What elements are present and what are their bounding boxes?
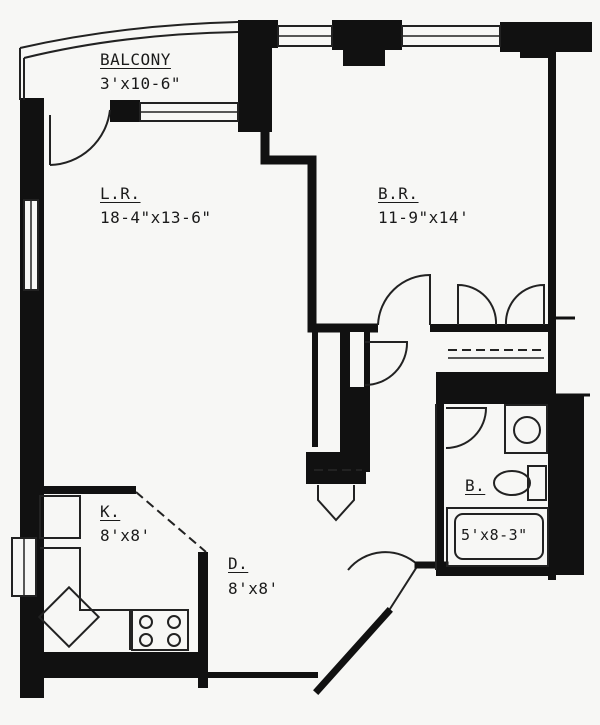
bottom-exterior-wall [20, 652, 206, 678]
balcony-railing [19, 21, 239, 100]
hall-closet-edge [312, 332, 318, 447]
dining-dims: 8'x8' [228, 579, 279, 598]
closet-door-left [457, 283, 498, 326]
balcony-inner-wall [110, 100, 140, 122]
kitchen-right-wall [198, 552, 208, 688]
bedroom-dims: 11-9"x14' [378, 208, 470, 227]
living-room-name: L.R. [100, 184, 141, 203]
kitchen-top-wall [36, 486, 136, 494]
bathtub-inner [454, 513, 544, 560]
right-exterior-wall [548, 50, 556, 580]
bath-fixtures [446, 404, 549, 567]
kitchen-fixtures [37, 495, 189, 651]
burner-icon [139, 633, 153, 647]
toilet-tank [527, 465, 547, 501]
balcony-door-swing [49, 109, 111, 166]
dashed-lines [135, 349, 544, 553]
bath-left-wall [436, 404, 444, 574]
window-lines [23, 35, 500, 596]
entry-wall [313, 561, 449, 695]
bedroom-name: B.R. [378, 184, 419, 203]
stove [131, 609, 189, 651]
hall-closet-door [364, 341, 409, 386]
bathtub-outer [446, 507, 549, 567]
lr-br-partition [260, 120, 378, 333]
dining-name: D. [228, 554, 249, 573]
bath-sink [504, 404, 548, 454]
sink [37, 585, 101, 649]
bath-top-wall [436, 372, 548, 404]
burner-icon [167, 615, 181, 629]
walls [20, 20, 592, 698]
burner-icon [139, 615, 153, 629]
balcony-name: BALCONY [100, 50, 171, 69]
kitchen-dims: 8'x8' [100, 526, 151, 545]
right-step [556, 316, 590, 397]
top-wall-pier [343, 40, 385, 66]
sink-basin [513, 416, 541, 444]
left-exterior-wall [20, 98, 44, 698]
refrigerator [39, 495, 81, 539]
closet-door-right [504, 283, 545, 326]
bedroom-door-swing [377, 273, 431, 326]
bath-bottom-wall [436, 566, 548, 576]
bath-name: B. [465, 476, 486, 495]
bath-door-swing [445, 407, 488, 449]
closet-shelf-base [306, 452, 366, 484]
doors [49, 109, 545, 613]
right-wall-thick [548, 395, 584, 575]
toilet-bowl [493, 470, 531, 496]
top-wall-left [238, 20, 278, 48]
burner-icon [167, 633, 181, 647]
kitchen-name: K. [100, 502, 121, 521]
closet-wall-stub [350, 332, 364, 387]
top-wall-right-pier [520, 40, 550, 58]
entry-door-swing [347, 551, 420, 613]
balcony-dims: 3'x10-6" [100, 74, 182, 93]
closet-shelf [317, 485, 355, 522]
living-room-dims: 18-4"x13-6" [100, 208, 212, 227]
kitchen-counter-edge [135, 491, 207, 553]
bathtub-dims: 5'x8-3" [461, 526, 528, 544]
